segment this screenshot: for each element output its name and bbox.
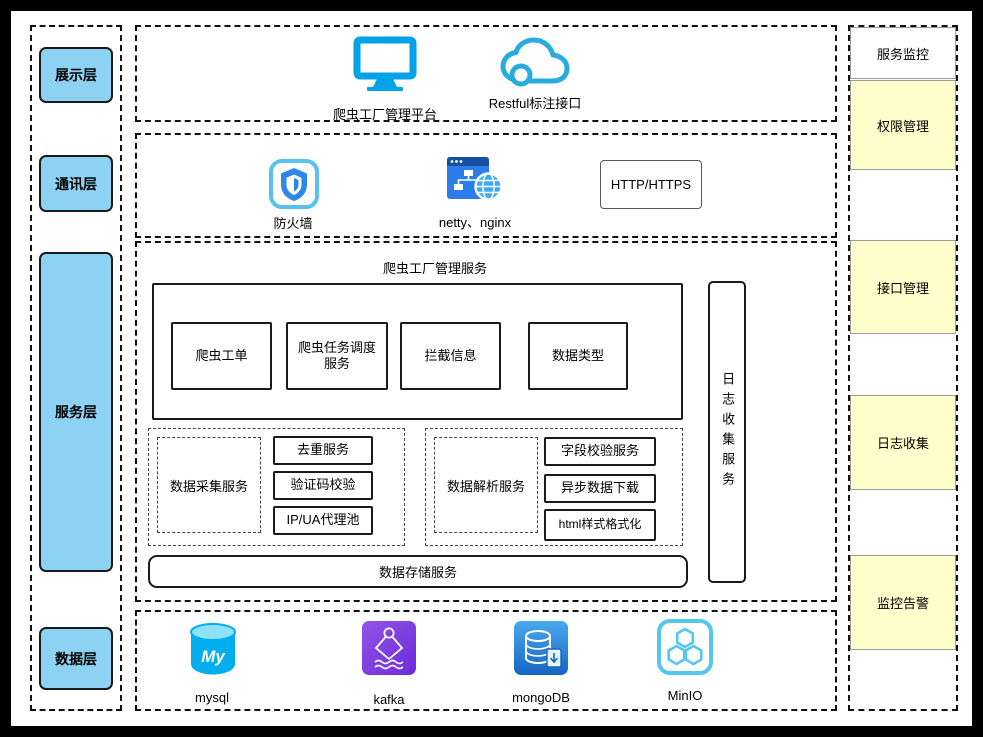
right-panel-permission: 权限管理 <box>850 80 956 170</box>
right-panel-api-management: 接口管理 <box>850 240 956 334</box>
restful-label: Restful标注接口 <box>488 96 582 111</box>
parse-service-label: 数据解析服务 <box>446 478 525 494</box>
mongodb-icon <box>513 620 569 676</box>
right-panel-label: 接口管理 <box>876 280 929 296</box>
right-panel: 服务监控 权限管理 接口管理 日志收集 监控告警 <box>848 25 958 711</box>
monitor-icon <box>353 36 417 92</box>
parse-service-box: 数据解析服务 <box>434 437 538 533</box>
management-box-data-type: 数据类型 <box>528 322 628 390</box>
mysql-badge-text: My <box>201 647 226 666</box>
network-browser-icon <box>446 156 504 204</box>
protocol-box: HTTP/HTTPS <box>600 160 702 209</box>
management-box-work-order: 爬虫工单 <box>171 322 272 390</box>
collect-item-label: 去重服务 <box>296 442 349 458</box>
parse-item-label: 异步数据下载 <box>560 480 639 496</box>
right-panel-label: 监控告警 <box>876 596 929 611</box>
minio-label: MinIO <box>667 688 703 703</box>
parse-group: 数据解析服务 字段校验服务 异步数据下载 html样式格式化 <box>425 428 683 546</box>
parse-item-async-download: 异步数据下载 <box>544 474 656 503</box>
layer-data-label: 数据层 <box>55 650 97 667</box>
right-panel-label: 日志收集 <box>876 436 929 451</box>
protocol-label: HTTP/HTTPS <box>610 177 692 192</box>
data-section: My mysql kafka <box>135 610 837 711</box>
gateway-label: netty、nginx <box>438 215 512 230</box>
minio-icon <box>656 618 714 676</box>
service-title: 爬虫工厂管理服务 <box>382 261 487 276</box>
storage-service-label: 数据存储服务 <box>378 565 457 580</box>
layer-service-label: 服务层 <box>55 404 97 420</box>
mysql-label: mysql <box>195 690 229 705</box>
layer-presentation-label: 展示层 <box>55 67 97 83</box>
collect-service-label: 数据采集服务 <box>169 478 248 494</box>
service-section: 爬虫工厂管理服务 爬虫工单 爬虫任务调度服务 拦截信息 数据类型 日志收集服务 … <box>135 241 837 602</box>
collect-service-box: 数据采集服务 <box>157 437 261 533</box>
collect-item-captcha: 验证码校验 <box>273 471 373 500</box>
right-panel-label: 服务监控 <box>876 46 929 62</box>
layer-communication-label: 通讯层 <box>55 175 97 192</box>
collect-item-dedup: 去重服务 <box>273 436 373 465</box>
cloud-icon <box>498 36 572 88</box>
collect-item-label: 验证码校验 <box>290 477 356 493</box>
right-panel-service-monitor: 服务监控 <box>850 27 956 79</box>
layer-presentation: 展示层 <box>39 47 113 103</box>
storage-service-bar: 数据存储服务 <box>148 555 688 588</box>
platform-label: 爬虫工厂管理平台 <box>332 107 437 122</box>
management-box-label: 拦截信息 <box>424 347 477 363</box>
parse-item-field-check: 字段校验服务 <box>544 437 656 466</box>
parse-item-label: html样式格式化 <box>558 517 642 532</box>
communication-section: 防火墙 netty、nginx HTTP/HTTPS <box>135 133 837 238</box>
management-box-intercept: 拦截信息 <box>400 322 501 390</box>
layer-data: 数据层 <box>39 627 113 690</box>
management-box-label: 爬虫工单 <box>195 347 248 363</box>
presentation-section: 爬虫工厂管理平台 Restful标注接口 <box>135 25 837 122</box>
right-panel-label: 权限管理 <box>876 118 929 134</box>
layer-service: 服务层 <box>39 252 113 572</box>
management-group: 爬虫工单 爬虫任务调度服务 拦截信息 数据类型 <box>152 283 683 420</box>
mysql-database-icon: My <box>184 620 242 682</box>
parse-item-label: 字段校验服务 <box>560 443 639 459</box>
right-panel-log-collect: 日志收集 <box>850 395 956 490</box>
collect-item-proxy-pool: IP/UA代理池 <box>273 506 373 535</box>
management-box-label: 数据类型 <box>551 347 604 363</box>
management-box-task-schedule: 爬虫任务调度服务 <box>286 322 388 390</box>
collect-group: 数据采集服务 去重服务 验证码校验 IP/UA代理池 <box>148 428 405 546</box>
firewall-label: 防火墙 <box>273 216 313 231</box>
kafka-label: kafka <box>373 692 405 707</box>
shield-icon <box>268 158 320 210</box>
log-service-label: 日志收集服务 <box>720 372 736 492</box>
parse-item-html-format: html样式格式化 <box>544 509 656 541</box>
log-service-box: 日志收集服务 <box>708 281 746 583</box>
kafka-icon <box>361 620 417 676</box>
layer-communication: 通讯层 <box>39 155 113 212</box>
right-panel-monitor-alert: 监控告警 <box>850 555 956 650</box>
mongodb-label: mongoDB <box>512 690 570 705</box>
collect-item-label: IP/UA代理池 <box>286 512 360 528</box>
management-box-label: 爬虫任务调度服务 <box>297 339 376 371</box>
